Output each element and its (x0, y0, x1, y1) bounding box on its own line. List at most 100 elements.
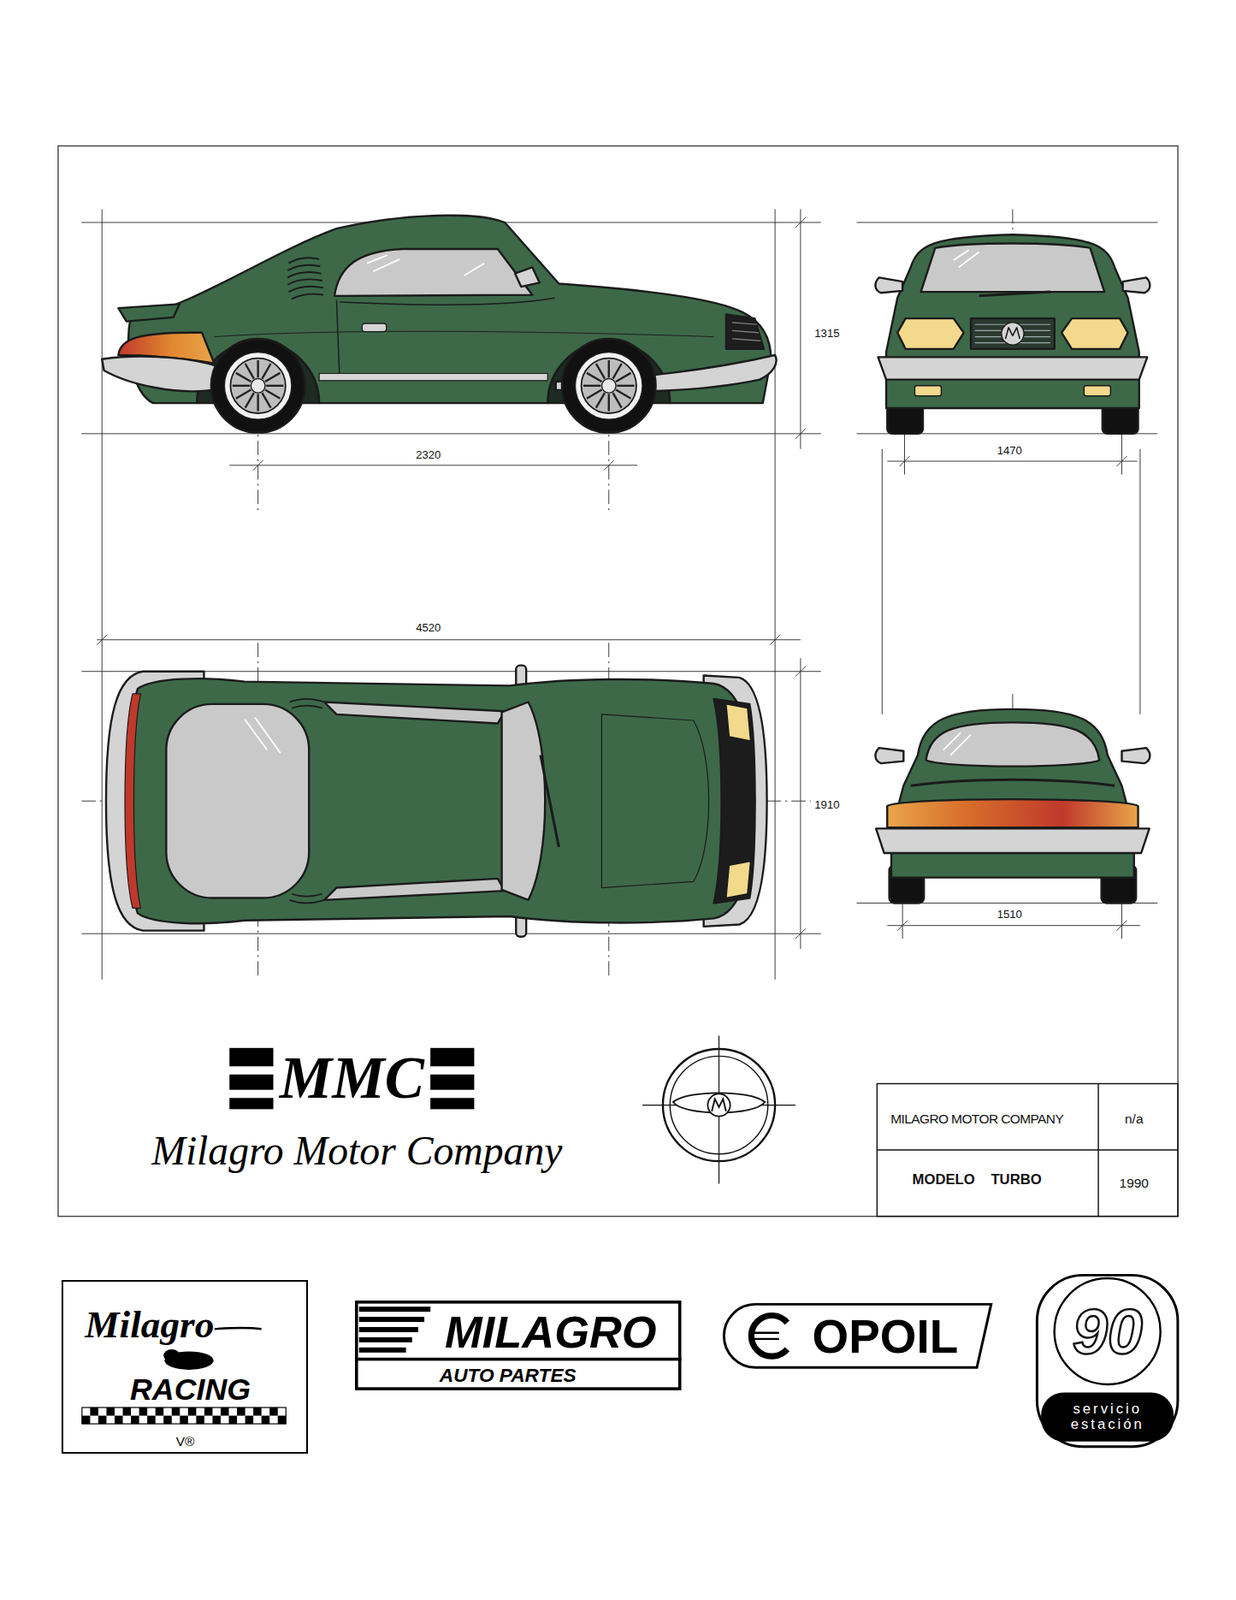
racing-logo-box-shape (260, 1415, 270, 1425)
racing-logo-box-shape (81, 1407, 285, 1424)
mmc-logo-bars (430, 1097, 474, 1109)
badge-number: 90 (1072, 1294, 1143, 1367)
racing-logo-box-shape (130, 1415, 140, 1425)
car-front-view (875, 234, 1150, 434)
construction-lines (887, 924, 1141, 926)
service-station-badge-shape (1037, 1274, 1179, 1446)
racing-logo-box-shape (179, 1415, 189, 1425)
tail-strip (124, 693, 141, 908)
construction-lines (769, 634, 781, 645)
construction-lines (904, 428, 905, 475)
mirror (875, 277, 903, 293)
steering-emblem (711, 1098, 727, 1111)
spoiler-lip (910, 779, 1115, 786)
wheel-spoke (261, 392, 271, 409)
construction-lines (229, 464, 638, 466)
title-block-cell: MODELO TURBO (912, 1171, 1042, 1189)
racing-logo-box-shape (163, 1415, 172, 1425)
construction-lines (887, 461, 1137, 462)
rear-bumper (875, 827, 1150, 853)
wheel-spoke (232, 384, 250, 387)
mirror (875, 747, 904, 763)
racing-logo-box-shape (97, 1415, 107, 1425)
construction-lines (96, 634, 107, 645)
construction-lines (1139, 449, 1141, 715)
auto-partes-logo-shape (359, 1347, 407, 1353)
wheel-spoke (615, 372, 632, 382)
mmc-logo-bars (229, 1074, 273, 1090)
logo-wordmark: OPOIL (812, 1309, 959, 1364)
wheel (230, 358, 285, 414)
construction-lines (795, 928, 806, 939)
title-block (1097, 1083, 1099, 1217)
construction-lines (81, 432, 821, 434)
auto-partes-logo-shape (354, 1357, 682, 1361)
construction-lines (1117, 455, 1128, 467)
side-glass (324, 878, 505, 900)
title-block-cell: 1990 (1119, 1175, 1149, 1191)
wheel-spoke (608, 393, 610, 411)
wheel-spoke (613, 363, 622, 379)
mirror (1123, 277, 1151, 293)
racing-logo-box-shape (220, 1407, 230, 1416)
mmc-logo-bars (229, 1097, 273, 1109)
wheel-spoke (596, 392, 605, 409)
construction-lines (899, 455, 911, 467)
wheel-spoke (245, 363, 255, 379)
racing-logo-box-shape (122, 1407, 131, 1416)
wheel-rim (232, 360, 284, 412)
front-headlight (726, 313, 764, 349)
auto-partes-logo-shape (359, 1326, 419, 1332)
front-bumper (878, 356, 1148, 379)
dimension-label: 4520 (415, 621, 441, 635)
construction-lines (795, 217, 806, 228)
wheel-spoke (236, 372, 252, 382)
wheel-spoke (596, 363, 605, 379)
front-body (886, 234, 1140, 409)
construction-lines (799, 657, 801, 949)
wheel (561, 338, 657, 433)
fog-light (914, 385, 941, 397)
glass-reflection (244, 716, 281, 753)
top-body (126, 678, 756, 923)
construction-lines (799, 208, 801, 449)
title-block (876, 1148, 1178, 1150)
opoil-logo-shape (723, 1304, 991, 1368)
windshield (921, 242, 1106, 292)
wheel-spoke (261, 363, 271, 379)
racing-logo-box-shape (213, 1327, 261, 1329)
wheel (224, 351, 292, 420)
mirror (1121, 747, 1150, 763)
side-window (334, 248, 533, 296)
wheel (211, 338, 306, 433)
wiper (540, 755, 559, 847)
center-lines (81, 208, 1013, 979)
racing-logo-box-shape (244, 1415, 254, 1425)
wheel-spoke (616, 384, 634, 387)
steering-emblem (669, 1055, 768, 1154)
rear-glass (165, 703, 309, 899)
headlight (726, 703, 752, 741)
car-side-view (101, 215, 776, 433)
construction-lines (101, 208, 103, 979)
racing-logo-box: MilagroRACINGV® (61, 1279, 309, 1454)
service-station-badge-shape (1040, 1391, 1174, 1441)
tail-light-band (887, 798, 1138, 828)
mmc-logo-bars (430, 1047, 474, 1066)
racing-logo-box-shape (147, 1415, 156, 1425)
auto-partes-logo: MILAGROAUTO PARTES (354, 1300, 682, 1390)
side-mirror (514, 266, 540, 287)
headlight (726, 861, 752, 899)
ducktail (118, 303, 180, 321)
wheel (581, 358, 637, 414)
construction-lines (1121, 428, 1123, 475)
logo-wordmark: MILAGRO (444, 1306, 657, 1358)
mmc-logo-bars (229, 1047, 273, 1066)
emblem-mark (1005, 327, 1021, 339)
construction-lines (856, 221, 1158, 223)
auto-partes-logo-shape (359, 1306, 431, 1312)
racing-logo-box-shape (138, 1407, 148, 1416)
glass-reflection (943, 732, 971, 755)
wheel (601, 378, 616, 393)
